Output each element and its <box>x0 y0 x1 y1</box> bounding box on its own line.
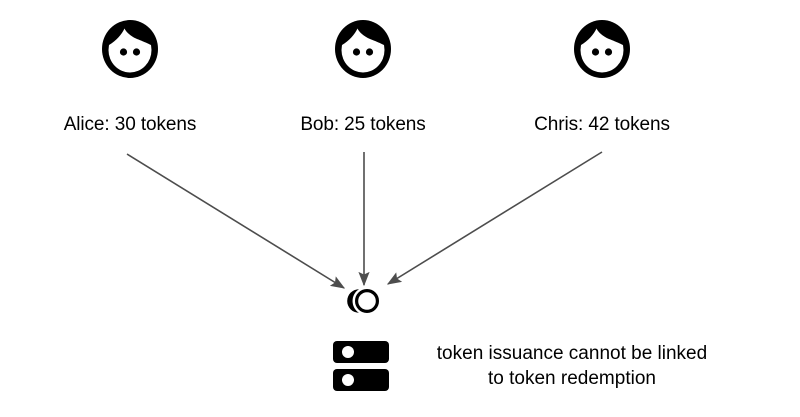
person-face-icon <box>335 20 391 78</box>
server-led-icon <box>342 374 354 386</box>
person-face-icon <box>102 20 158 78</box>
server-caption: token issuance cannot be linked to token… <box>424 341 720 391</box>
server-bar-bottom <box>333 369 389 391</box>
caption-line-1: token issuance cannot be linked <box>436 343 708 364</box>
stacked-coins-icon <box>347 289 379 313</box>
person-label-bob: Bob: 25 tokens <box>300 114 426 135</box>
arrow-alice-to-token <box>126 153 346 289</box>
caption-line-2: to token redemption <box>488 368 656 389</box>
person-icon-chris <box>573 19 631 79</box>
server-led-icon <box>342 346 354 358</box>
person-label-alice: Alice: 30 tokens <box>63 114 197 135</box>
person-icon-alice <box>101 19 159 79</box>
redemption-server-icon <box>333 341 389 391</box>
person-label-chris: Chris: 42 tokens <box>534 114 670 135</box>
server-bar-top <box>333 341 389 363</box>
arrow-chris-to-token <box>386 151 603 285</box>
token-pool <box>342 286 386 316</box>
person-icon-bob <box>334 19 392 79</box>
person-face-icon <box>574 20 630 78</box>
